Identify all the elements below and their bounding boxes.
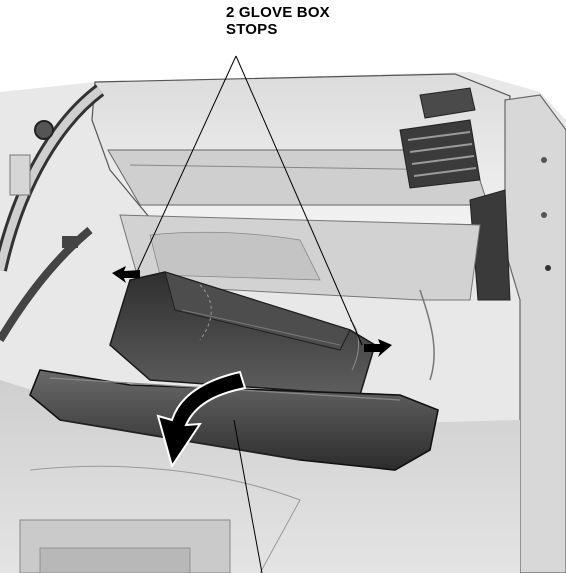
callout-line-2: STOPS (226, 21, 278, 38)
open-direction-arrow-icon (156, 370, 247, 469)
stop-arrow-icon (364, 339, 392, 357)
callout-leader-lines (135, 55, 363, 573)
stop-arrow-icon (112, 266, 140, 283)
air-vent (399, 119, 481, 189)
glove-box-stops-callout: 2 GLOVE BOX STOPS (226, 4, 330, 38)
callout-line-1: 2 GLOVE BOX (226, 4, 330, 21)
